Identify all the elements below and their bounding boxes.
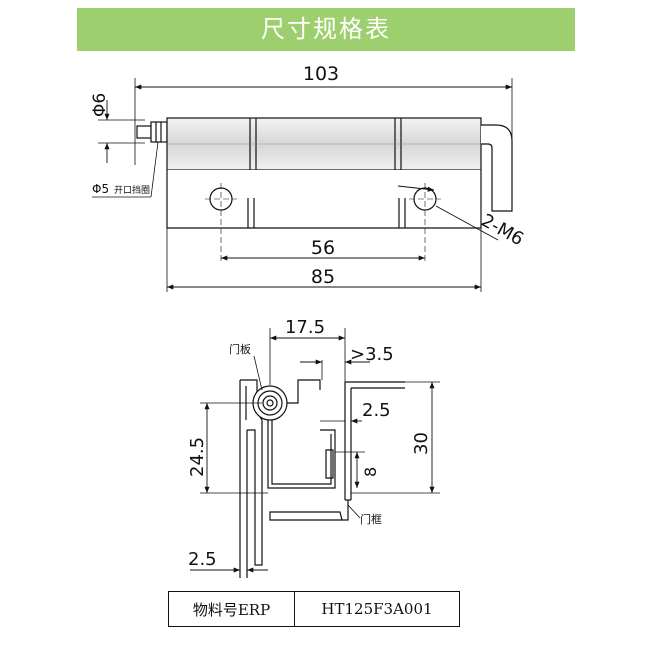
title-banner: 尺寸规格表 <box>77 8 575 51</box>
dim-leaf-width: 85 <box>311 266 335 288</box>
lock-ring-label: 开口挡圈 <box>114 184 150 196</box>
erp-table: 物料号ERP HT125F3A001 <box>168 591 460 627</box>
dim-small: 8 <box>361 467 380 477</box>
dim-holes-label: 2-M6 <box>478 210 527 250</box>
erp-label: 物料号ERP <box>169 592 295 626</box>
dim-total-length: 103 <box>303 63 339 85</box>
side-view <box>190 328 440 578</box>
page-title: 尺寸规格表 <box>261 15 391 43</box>
dim-top-offset: 17.5 <box>285 317 325 338</box>
dim-thickness: 2.5 <box>188 549 217 570</box>
door-leaf-label: 门板 <box>229 342 251 356</box>
dim-lock-ring: Φ5 <box>92 182 109 196</box>
top-view <box>92 78 513 292</box>
dim-height: 30 <box>411 432 432 455</box>
dim-left-height: 24.5 <box>187 437 208 477</box>
door-frame-label: 门框 <box>360 512 382 526</box>
dim-inner-gap: 2.5 <box>362 400 391 421</box>
dim-hole-spacing: 56 <box>311 237 335 259</box>
dim-gap: >3.5 <box>350 344 394 365</box>
erp-value: HT125F3A001 <box>321 600 433 618</box>
dim-pin-diameter: Φ6 <box>90 93 110 117</box>
